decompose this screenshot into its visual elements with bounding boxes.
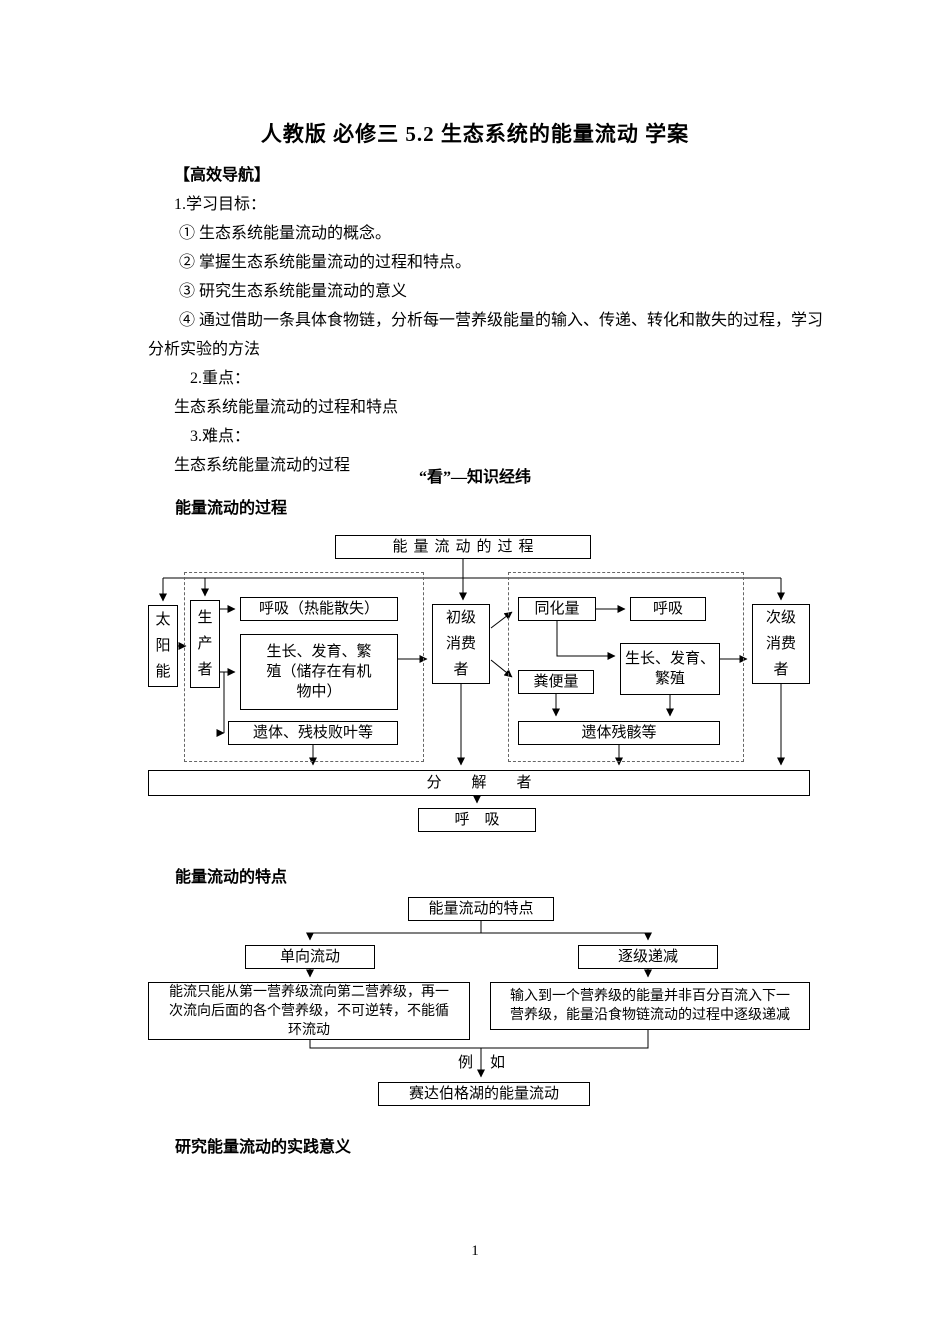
animal-remains-box: 遗体残骸等 [518,721,720,745]
growth2-box: 生长、发育、繁殖 [620,643,720,695]
decomposer-box: 分 解 者 [148,770,810,796]
producer-box: 生产者 [190,600,220,688]
nav-item: ④ 通过借助一条具体食物链，分析每一营养级能量的输入、传递、转化和散失的过程，学… [148,312,824,358]
nav-item: 3.难点： [190,428,251,445]
d1-title-box: 能量流动的过程 [335,535,591,559]
nav-heading: 【高效导航】 [174,167,271,184]
example-label-left: 例 [458,1055,474,1071]
meaning-heading: 研究能量流动的实践意义 [175,1139,352,1156]
energy-flow-process-diagram: 能量流动的过程 太阳能 生产者 呼吸（热能散失） 生长、发育、繁殖（储存在有机物… [0,528,950,860]
sun-energy-box: 太阳能 [148,605,178,687]
primary-consumer-box: 初级消费者 [432,604,490,684]
nav-item: 生态系统能量流动的过程 [174,457,351,474]
energy-flow-feature-diagram: 能量流动的特点 单向流动 逐级递减 能流只能从第一营养级流向第二营养级，再一次流… [0,888,950,1128]
feature-heading: 能量流动的特点 [175,869,288,886]
nav-item: ② 掌握生态系统能量流动的过程和特点。 [179,254,472,271]
one-way-desc-box: 能流只能从第一营养级流向第二营养级，再一次流向后面的各个营养级，不可逆转，不能循… [148,982,470,1040]
d2-title-box: 能量流动的特点 [408,897,554,921]
page-number: 1 [471,1243,479,1259]
growth-store-box: 生长、发育、繁殖（储存在有机物中） [240,634,398,710]
stepwise-desc-box: 输入到一个营养级的能量并非百分百流入下一营养级，能量沿食物链流动的过程中逐级递减 [490,982,810,1030]
consumer-dashed-region [508,572,744,762]
stepwise-box: 逐级递减 [578,945,718,969]
knowledge-heading: “看”—知识经纬 [418,469,531,486]
one-way-box: 单向流动 [245,945,375,969]
secondary-consumer-box: 次级消费者 [752,604,810,684]
nav-item: 2.重点： [190,370,251,387]
respiration3-box: 呼 吸 [418,808,536,832]
nav-item: 生态系统能量流动的过程和特点 [174,399,399,416]
nav-section: 【高效导航】 1.学习目标： ① 生态系统能量流动的概念。 ② 掌握生态系统能量… [148,161,824,480]
nav-item: 1.学习目标： [174,196,267,213]
producer-dashed-region [184,572,424,762]
doc-title: 人教版 必修三 5.2 生态系统的能量流动 学案 [260,122,690,146]
respiration-heat-box: 呼吸（热能散失） [240,597,398,621]
feces-box: 粪便量 [518,670,594,694]
assimilation-box: 同化量 [518,597,596,621]
respiration2-box: 呼吸 [630,597,706,621]
nav-item: ③ 研究生态系统能量流动的意义 [179,283,408,300]
plant-remains-box: 遗体、残枝败叶等 [228,721,398,745]
d1-title-label: 能量流动的过程 [392,538,540,555]
cedar-lake-example-box: 赛达伯格湖的能量流动 [378,1082,590,1106]
process-heading: 能量流动的过程 [175,500,288,517]
example-label-right: 如 [490,1055,506,1071]
nav-item: ① 生态系统能量流动的概念。 [179,225,392,242]
